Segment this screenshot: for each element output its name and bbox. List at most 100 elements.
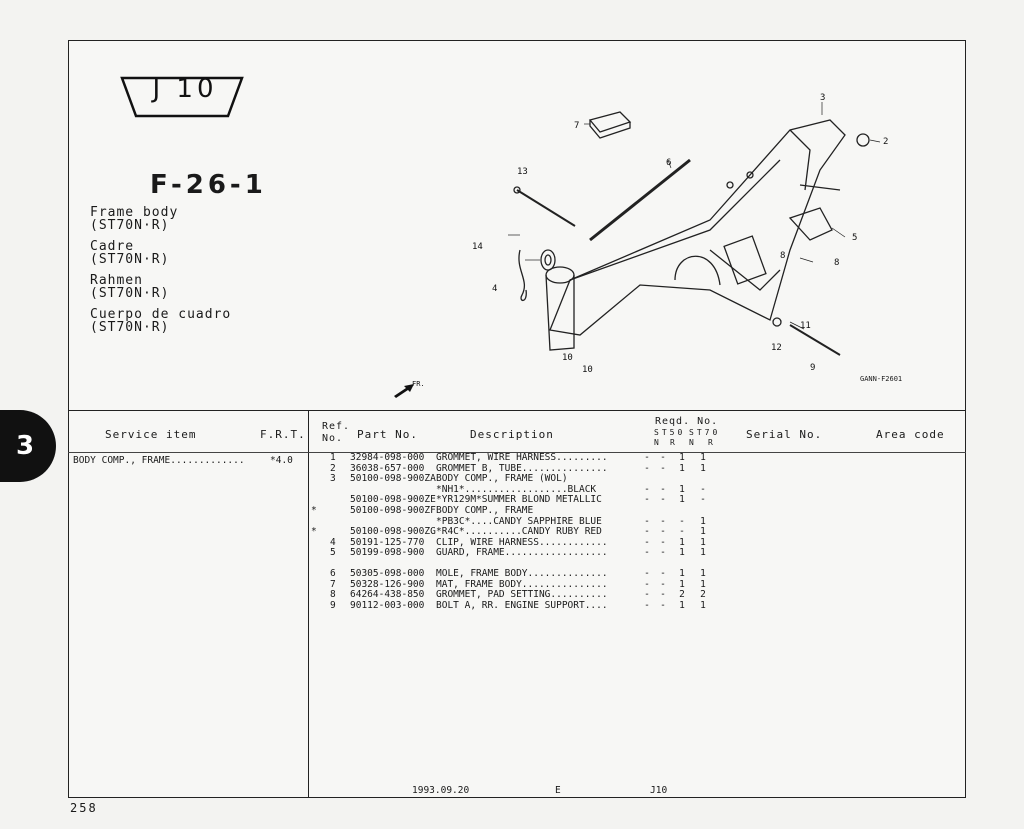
title-model: (ST70N·R): [90, 320, 170, 335]
reqd-qty: 1: [679, 567, 685, 579]
description: MAT, FRAME BODY...............: [436, 578, 608, 590]
callout-text: 7: [574, 121, 579, 131]
part-no: 64264-438-850: [350, 589, 425, 601]
mat-part: [588, 111, 632, 139]
header-service-item: Service item: [105, 428, 197, 441]
description: CLIP, WIRE HARNESS............: [436, 536, 608, 548]
reqd-qty: 1: [679, 494, 685, 506]
reqd-qty: 1: [700, 547, 706, 559]
description: GUARD, FRAME..................: [436, 547, 608, 559]
callout-text: 13: [517, 167, 528, 177]
ref-no: 9: [330, 599, 336, 611]
header-reqd-no: Reqd. No.: [655, 416, 719, 427]
part-no: 32984-098-000: [350, 452, 425, 463]
ref-no: 7: [330, 578, 336, 590]
reqd-qty: 1: [679, 547, 685, 559]
part-no: 50191-125-770: [350, 536, 425, 548]
callout-text: 6: [666, 158, 671, 168]
table-row: *50100-098-900ZG*R4C*..........CANDY RUB…: [311, 527, 731, 538]
service-item: BODY COMP., FRAME.............*4.0: [73, 455, 293, 466]
title-name: Frame body: [90, 205, 179, 220]
service-item-frt: *4.0: [270, 455, 293, 466]
table-row: 50100-098-900ZE*YR129M*SUMMER BLOND META…: [311, 495, 731, 506]
header-part-no: Part No.: [357, 428, 418, 441]
description: *NH1*..................BLACK: [436, 483, 597, 495]
section-divider: [68, 410, 966, 411]
description: *YR129M*SUMMER BLOND METALLIC: [436, 494, 602, 506]
header-ref: Ref.: [322, 421, 351, 432]
reqd-qty: -: [644, 515, 650, 527]
column-divider: [308, 410, 309, 798]
reqd-qty: 2: [679, 589, 685, 601]
grommet-part: [540, 249, 556, 271]
reqd-qty: -: [660, 483, 666, 495]
reqd-qty: -: [679, 526, 685, 538]
footer-date: 1993.09.20: [412, 785, 470, 796]
reqd-qty: -: [644, 567, 650, 579]
reqd-qty: 1: [679, 452, 685, 463]
description: GROMMET B, TUBE...............: [436, 462, 608, 474]
part-no: 50328-126-900: [350, 578, 425, 590]
diagram-code: GANN-F2601: [860, 375, 903, 383]
header-serial-no: Serial No.: [746, 428, 823, 441]
table-header-rule: [68, 452, 966, 453]
ref-no: 3: [330, 473, 336, 485]
section-tab: 3: [0, 410, 56, 482]
title-german: Rahmen (ST70N·R): [90, 274, 290, 300]
part-callouts: 2 3 4 5 6 7 8 8 9 10 10 11 12 13 14: [472, 93, 888, 375]
reqd-qty: 1: [700, 462, 706, 474]
part-no: 36038-657-000: [350, 462, 425, 474]
part-no: 50100-098-900ZA: [350, 473, 436, 485]
part-no: 50100-098-900ZF: [350, 504, 436, 516]
reqd-qty: -: [644, 462, 650, 474]
reqd-qty: 1: [679, 578, 685, 590]
description: BODY COMP., FRAME: [436, 504, 534, 516]
reqd-qty: -: [679, 515, 685, 527]
title-name: Cadre: [90, 239, 135, 254]
description: GROMMET, PAD SETTING..........: [436, 589, 608, 601]
description: BODY COMP., FRAME (WOL): [436, 473, 568, 485]
header-col-n: N: [654, 438, 662, 447]
reqd-qty: -: [644, 536, 650, 548]
callout-text: 14: [472, 242, 483, 252]
header-frt: F.R.T.: [260, 428, 306, 441]
reqd-qty: -: [660, 589, 666, 601]
table-row: 1 32984-098-000 GROMMET, WIRE HARNESS.....…: [311, 452, 731, 464]
front-arrow-icon: FR.: [394, 380, 425, 398]
title-english: Frame body (ST70N·R): [90, 206, 290, 232]
reqd-qty: -: [660, 578, 666, 590]
footer-edition: E: [555, 785, 561, 796]
callout-text: 4: [492, 284, 497, 294]
part-no: 50199-098-900: [350, 547, 425, 559]
description: GROMMET, WIRE HARNESS.........: [436, 452, 608, 463]
callout-text: 12: [771, 343, 782, 353]
callout-text: 2: [883, 137, 888, 147]
ref-no: 1: [330, 452, 336, 463]
header-model-st70: ST70: [689, 428, 721, 437]
part-no: 50100-098-900ZE: [350, 494, 436, 506]
catalog-page-frame: [68, 40, 966, 798]
rr-engine-bolt-part: [772, 317, 841, 356]
page-number: 258: [70, 801, 98, 815]
reqd-qty: -: [644, 589, 650, 601]
reqd-qty: 1: [700, 515, 706, 527]
header-description: Description: [470, 428, 554, 441]
description: *R4C*..........CANDY RUBY RED: [436, 526, 602, 538]
reqd-qty: 1: [700, 599, 706, 611]
footer-group: J10: [650, 785, 668, 796]
frame-body-drawing: [545, 119, 846, 351]
ref-no: 2: [330, 462, 336, 474]
reqd-qty: 1: [700, 578, 706, 590]
reqd-qty: -: [644, 599, 650, 611]
header-col-r: R: [670, 438, 678, 447]
callout-text: 3: [820, 93, 825, 103]
mole-part: [589, 158, 691, 242]
callout-text: 10: [562, 353, 573, 363]
group-code: J 10: [152, 74, 218, 104]
exploded-parts-diagram: 2 3 4 5 6 7 8 8 9 10 10 11 12 13 14: [472, 93, 888, 375]
reqd-qty: 1: [679, 483, 685, 495]
parts-table: 1 32984-098-000 GROMMET, WIRE HARNESS.....…: [311, 452, 731, 611]
